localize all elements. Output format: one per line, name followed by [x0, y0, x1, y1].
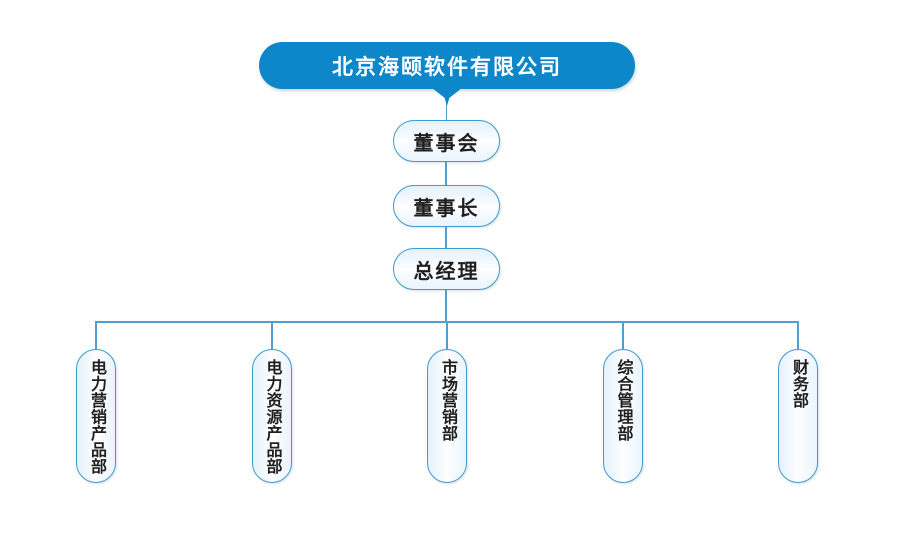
node-general-manager[interactable]: 总经理 — [393, 248, 500, 290]
node-board-label: 董事会 — [413, 132, 480, 155]
dept-label: 电力营销产品部 — [88, 359, 105, 475]
dept-label: 市场营销部 — [439, 359, 456, 442]
connector-drop-dept-1 — [95, 321, 97, 349]
node-dept-power-marketing-products[interactable]: 电力营销产品部 — [76, 349, 116, 483]
node-dept-power-resource-products[interactable]: 电力资源产品部 — [251, 349, 292, 483]
connector-drop-dept-5 — [797, 321, 799, 349]
node-chairman-label: 董事长 — [413, 197, 480, 220]
connector-gm-branch — [445, 290, 447, 321]
dept-label: 综合管理部 — [614, 359, 632, 442]
connector-drop-dept-2 — [270, 321, 273, 349]
node-dept-general-management[interactable]: 综合管理部 — [602, 349, 643, 483]
connector-drop-dept-3 — [446, 321, 448, 349]
connector-board-chairman — [445, 162, 447, 185]
company-node-pointer — [432, 88, 462, 106]
dept-label: 电力资源产品部 — [263, 359, 281, 475]
company-node[interactable]: 北京海颐软件有限公司 — [259, 42, 635, 89]
connector-chairman-gm — [445, 227, 447, 248]
node-dept-marketing[interactable]: 市场营销部 — [427, 349, 467, 483]
dept-label: 财务部 — [790, 359, 807, 409]
connector-company-board — [445, 104, 447, 120]
node-general-manager-label: 总经理 — [413, 260, 480, 283]
node-chairman[interactable]: 董事长 — [393, 185, 500, 227]
node-board[interactable]: 董事会 — [393, 120, 500, 162]
company-label: 北京海颐软件有限公司 — [332, 55, 562, 79]
connector-drop-dept-4 — [621, 321, 624, 349]
node-dept-finance[interactable]: 财务部 — [778, 349, 818, 483]
